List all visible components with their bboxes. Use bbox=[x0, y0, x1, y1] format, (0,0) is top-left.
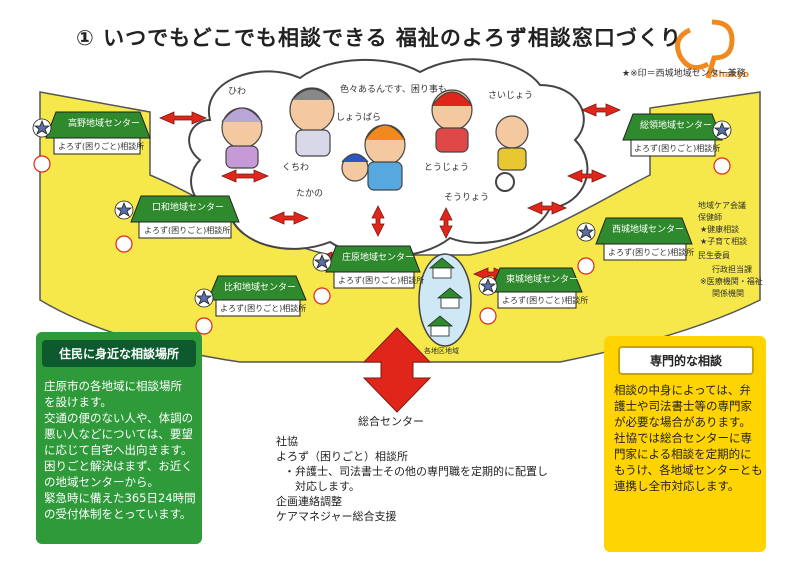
cloud-word: とうじょう bbox=[424, 163, 470, 173]
center-name-shobara: 庄原地域センター bbox=[342, 253, 415, 263]
center-name-takano: 高野地域センター bbox=[68, 119, 141, 129]
cloud-word: くちわ bbox=[282, 163, 310, 173]
center-name-tojo: 東城地域センター bbox=[506, 275, 579, 285]
left-panel-header: 住民に身近な相談場所 bbox=[42, 340, 196, 367]
saijo-note: 保健師 bbox=[698, 213, 722, 222]
star-markers bbox=[32, 118, 732, 308]
center-sub-soryo: よろず(困りごと)相談所 bbox=[634, 144, 721, 153]
center-sub-kuchiwa: よろず(困りごと)相談所 bbox=[144, 226, 231, 235]
logo-text: Shakyo bbox=[712, 70, 749, 80]
town-label: 各地区地域 bbox=[424, 347, 459, 355]
right-panel-header: 専門的な相談 bbox=[618, 346, 754, 375]
center-title: 総合センター bbox=[358, 415, 424, 428]
center-sub-hiwa: よろず(困りごと)相談所 bbox=[220, 304, 307, 313]
people-illustrations bbox=[221, 87, 529, 192]
center-sub-tojo: よろず(困りごと)相談所 bbox=[502, 296, 589, 305]
logo-graphic bbox=[675, 19, 735, 79]
saijo-note: ★健康相談 bbox=[700, 225, 740, 234]
right-panel-text: 相談の中身によっては、弁 護士や司法書士等の専門家 が必要な場合があります。 社… bbox=[614, 383, 763, 493]
right-panel-bg bbox=[604, 336, 766, 552]
center-name-kuchiwa: 口和地域センター bbox=[152, 203, 225, 213]
kome-markers bbox=[33, 155, 731, 335]
center-roofs bbox=[45, 111, 723, 317]
saijo-note: 地域ケア会議 bbox=[698, 201, 746, 210]
left-panel-text: 庄原市の各地域に相談場所 を設けます。 交通の便のない人や、体調の 悪い人などに… bbox=[44, 379, 196, 521]
center-details: 社協 よろず（困りごと）相談所 ・弁護士、司法書士その他の専門職を定期的に配置し… bbox=[276, 435, 548, 523]
center-name-saijo: 西城地域センター bbox=[612, 225, 685, 235]
left-panel-bg bbox=[36, 332, 202, 544]
center-name-soryo: 総領地域センター bbox=[640, 121, 713, 131]
legend-note: ★※印＝西城地域センター兼務 bbox=[622, 69, 746, 79]
page-title: ① いつでもどこでも相談できる 福祉のよろず相談窓口づくり bbox=[76, 26, 682, 50]
cloud-word: たかの bbox=[296, 189, 324, 199]
center-double-arrow bbox=[362, 327, 432, 413]
saijo-note: 行政担当課 bbox=[712, 265, 752, 274]
saijo-note: ※医療機関・福祉 bbox=[700, 277, 763, 286]
cloud-word: そうりょう bbox=[444, 193, 490, 203]
saijo-note: 関係機関 bbox=[712, 289, 744, 298]
cloud-word: 色々あるんです、困り事も bbox=[340, 85, 447, 95]
center-name-hiwa: 比和地域センター bbox=[224, 283, 297, 293]
cloud-word: しょうばら bbox=[336, 113, 382, 123]
cloud-word: ひわ bbox=[228, 87, 247, 97]
cloud-word: さいじょう bbox=[488, 91, 534, 101]
center-sub-shobara: よろず(困りごと)相談所 bbox=[338, 276, 425, 285]
center-sub-takano: よろず(困りごと)相談所 bbox=[58, 142, 145, 151]
town-houses bbox=[426, 257, 464, 337]
saijo-note: 民生委員 bbox=[698, 251, 730, 260]
saijo-note: ★子育て相談 bbox=[700, 237, 748, 246]
center-sub-saijo: よろず(困りごと)相談所 bbox=[608, 248, 695, 257]
